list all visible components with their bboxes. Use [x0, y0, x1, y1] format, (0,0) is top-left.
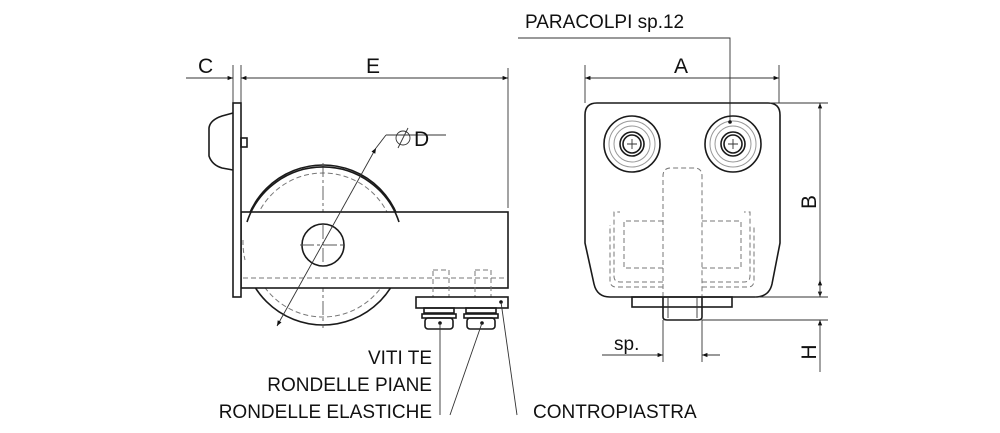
dimension-b-label: B [798, 195, 821, 209]
roller-right [704, 115, 762, 173]
screw-cross-icon [627, 139, 637, 149]
roller-left [603, 115, 661, 173]
label-contropiastra: CONTROPIASTRA [533, 402, 697, 423]
dimension-a-label: A [674, 55, 688, 78]
label-rondelle-elastiche: RONDELLE ELASTICHE [219, 402, 432, 423]
dimension-e-label: E [366, 55, 380, 78]
diameter-symbol-icon [395, 127, 411, 149]
label-viti-te: VITI TE [368, 348, 432, 369]
dimension-d-label: D [414, 128, 429, 151]
front-view: PARACOLPI sp.12 A [518, 12, 828, 372]
bumper [208, 112, 234, 171]
nut-left [421, 307, 457, 330]
counterplate [415, 296, 509, 309]
side-view: C E D [186, 55, 518, 416]
arm [240, 211, 509, 289]
label-paracolpi: PARACOLPI sp.12 [525, 12, 684, 33]
dimension-h-label: H [798, 344, 821, 359]
mounting-plate [232, 102, 242, 298]
nut-right [463, 307, 499, 330]
label-rondelle-piane: RONDELLE PIANE [267, 375, 432, 396]
dimension-sp-label: sp. [614, 334, 639, 355]
screw-cross-icon [728, 139, 738, 149]
dimension-c-label: C [198, 55, 213, 78]
